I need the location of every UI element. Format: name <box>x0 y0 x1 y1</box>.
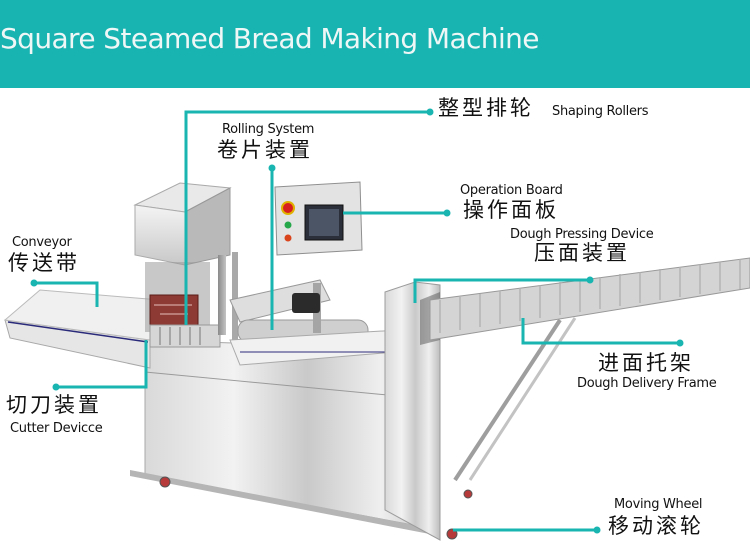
conveyor-belt <box>3 289 161 369</box>
control-panel-illustration <box>274 181 363 333</box>
label-shaping-rollers-en: Shaping Rollers <box>552 104 649 119</box>
label-conveyor-zh: 传送带 <box>8 251 80 275</box>
label-moving-wheel-zh: 移动滚轮 <box>608 514 704 538</box>
label-operation-board-zh: 操作面板 <box>463 198 559 222</box>
label-rolling-system-zh: 卷片装置 <box>217 138 313 162</box>
label-dough-delivery-en: Dough Delivery Frame <box>577 376 717 391</box>
label-operation-board-en: Operation Board <box>460 183 563 198</box>
title-banner: Square Steamed Bread Making Machine <box>0 0 750 88</box>
label-shaping-rollers-zh: 整型排轮 <box>438 96 534 120</box>
label-cutter-en: Cutter Devicce <box>10 421 103 436</box>
label-rolling-system-en: Rolling System <box>222 122 315 137</box>
label-dough-delivery-zh: 进面托架 <box>598 351 694 375</box>
callout-lines <box>34 110 680 532</box>
diagram-area: 整型排轮 Shaping Rollers Rolling System 卷片装置… <box>0 88 750 547</box>
label-dough-pressing-zh: 压面装置 <box>534 241 630 265</box>
label-dough-pressing-en: Dough Pressing Device <box>510 227 654 242</box>
label-moving-wheel-en: Moving Wheel <box>614 497 703 512</box>
label-conveyor-en: Conveyor <box>12 235 72 250</box>
callout-dots <box>30 108 684 534</box>
page-title: Square Steamed Bread Making Machine <box>0 22 540 55</box>
label-cutter-zh: 切刀装置 <box>6 393 102 417</box>
cutter-housing <box>133 182 238 348</box>
machine-illustration <box>3 108 750 541</box>
dough-delivery-frame-rack <box>429 257 750 482</box>
